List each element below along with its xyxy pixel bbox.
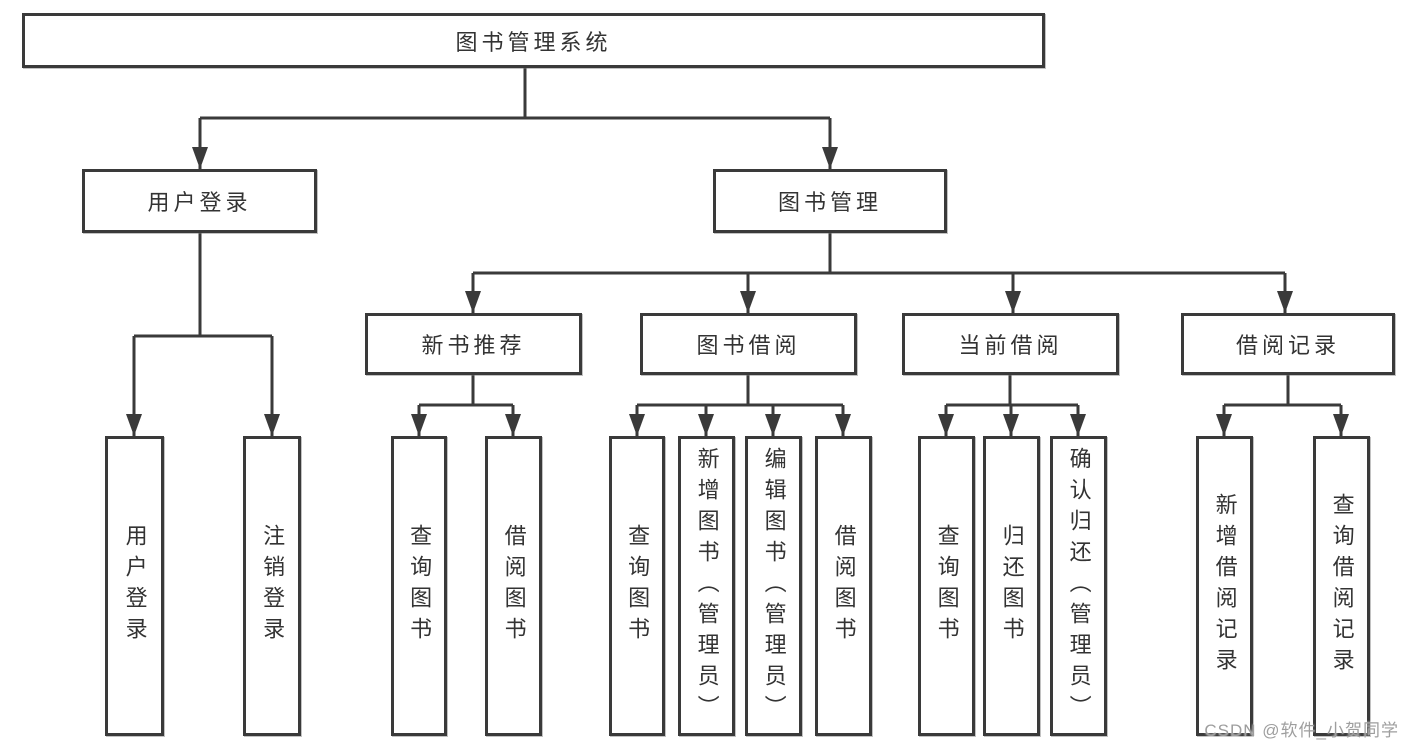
node-label: 注销登录 [260, 524, 286, 648]
leaf-user-login: 用户登录 [105, 436, 164, 736]
leaf-query-books-current: 查询图书 [918, 436, 975, 736]
node-label: 查询图书 [934, 524, 960, 648]
leaf-borrow-books: 借阅图书 [815, 436, 872, 736]
node-label: 新书推荐 [421, 333, 526, 358]
node-current-borrowing: 当前借阅 [902, 313, 1119, 375]
node-book-borrowing: 图书借阅 [640, 313, 857, 375]
leaf-query-borrow-record: 查询借阅记录 [1313, 436, 1370, 736]
node-label: 借阅图书 [501, 524, 527, 648]
leaf-borrow-books-recommend: 借阅图书 [485, 436, 542, 736]
node-label: 确认归还（管理员） [1066, 446, 1092, 726]
node-label: 编辑图书（管理员） [761, 446, 787, 726]
leaf-query-books-recommend: 查询图书 [391, 436, 447, 736]
leaf-add-borrow-record: 新增借阅记录 [1196, 436, 1253, 736]
node-new-book-recommend: 新书推荐 [365, 313, 582, 375]
node-label: 图书管理系统 [455, 29, 612, 55]
node-book-management: 图书管理 [713, 169, 947, 233]
leaf-query-books-borrowing: 查询图书 [609, 436, 665, 736]
node-label: 图书借阅 [696, 333, 801, 358]
leaf-confirm-return-admin: 确认归还（管理员） [1050, 436, 1107, 736]
leaf-add-books-admin: 新增图书（管理员） [678, 436, 735, 736]
node-label: 归还图书 [999, 524, 1025, 648]
node-label: 新增借阅记录 [1212, 493, 1238, 679]
node-label: 借阅图书 [831, 524, 857, 648]
leaf-return-books: 归还图书 [983, 436, 1040, 736]
node-label: 图书管理 [777, 190, 882, 215]
node-label: 借阅记录 [1235, 333, 1340, 358]
leaf-logout: 注销登录 [243, 436, 301, 736]
leaf-edit-books-admin: 编辑图书（管理员） [745, 436, 802, 736]
node-label: 查询图书 [625, 524, 651, 648]
node-borrowing-records: 借阅记录 [1181, 313, 1395, 375]
csdn-watermark: CSDN @软件_小贺同学 [1204, 721, 1399, 740]
node-label: 查询借阅记录 [1329, 493, 1355, 679]
node-library-system: 图书管理系统 [22, 13, 1045, 68]
node-label: 新增图书（管理员） [694, 446, 720, 726]
node-user-login: 用户登录 [82, 169, 317, 233]
node-label: 当前借阅 [958, 333, 1063, 358]
node-label: 用户登录 [122, 524, 148, 648]
node-label: 用户登录 [147, 190, 252, 215]
node-label: 查询图书 [407, 524, 433, 648]
